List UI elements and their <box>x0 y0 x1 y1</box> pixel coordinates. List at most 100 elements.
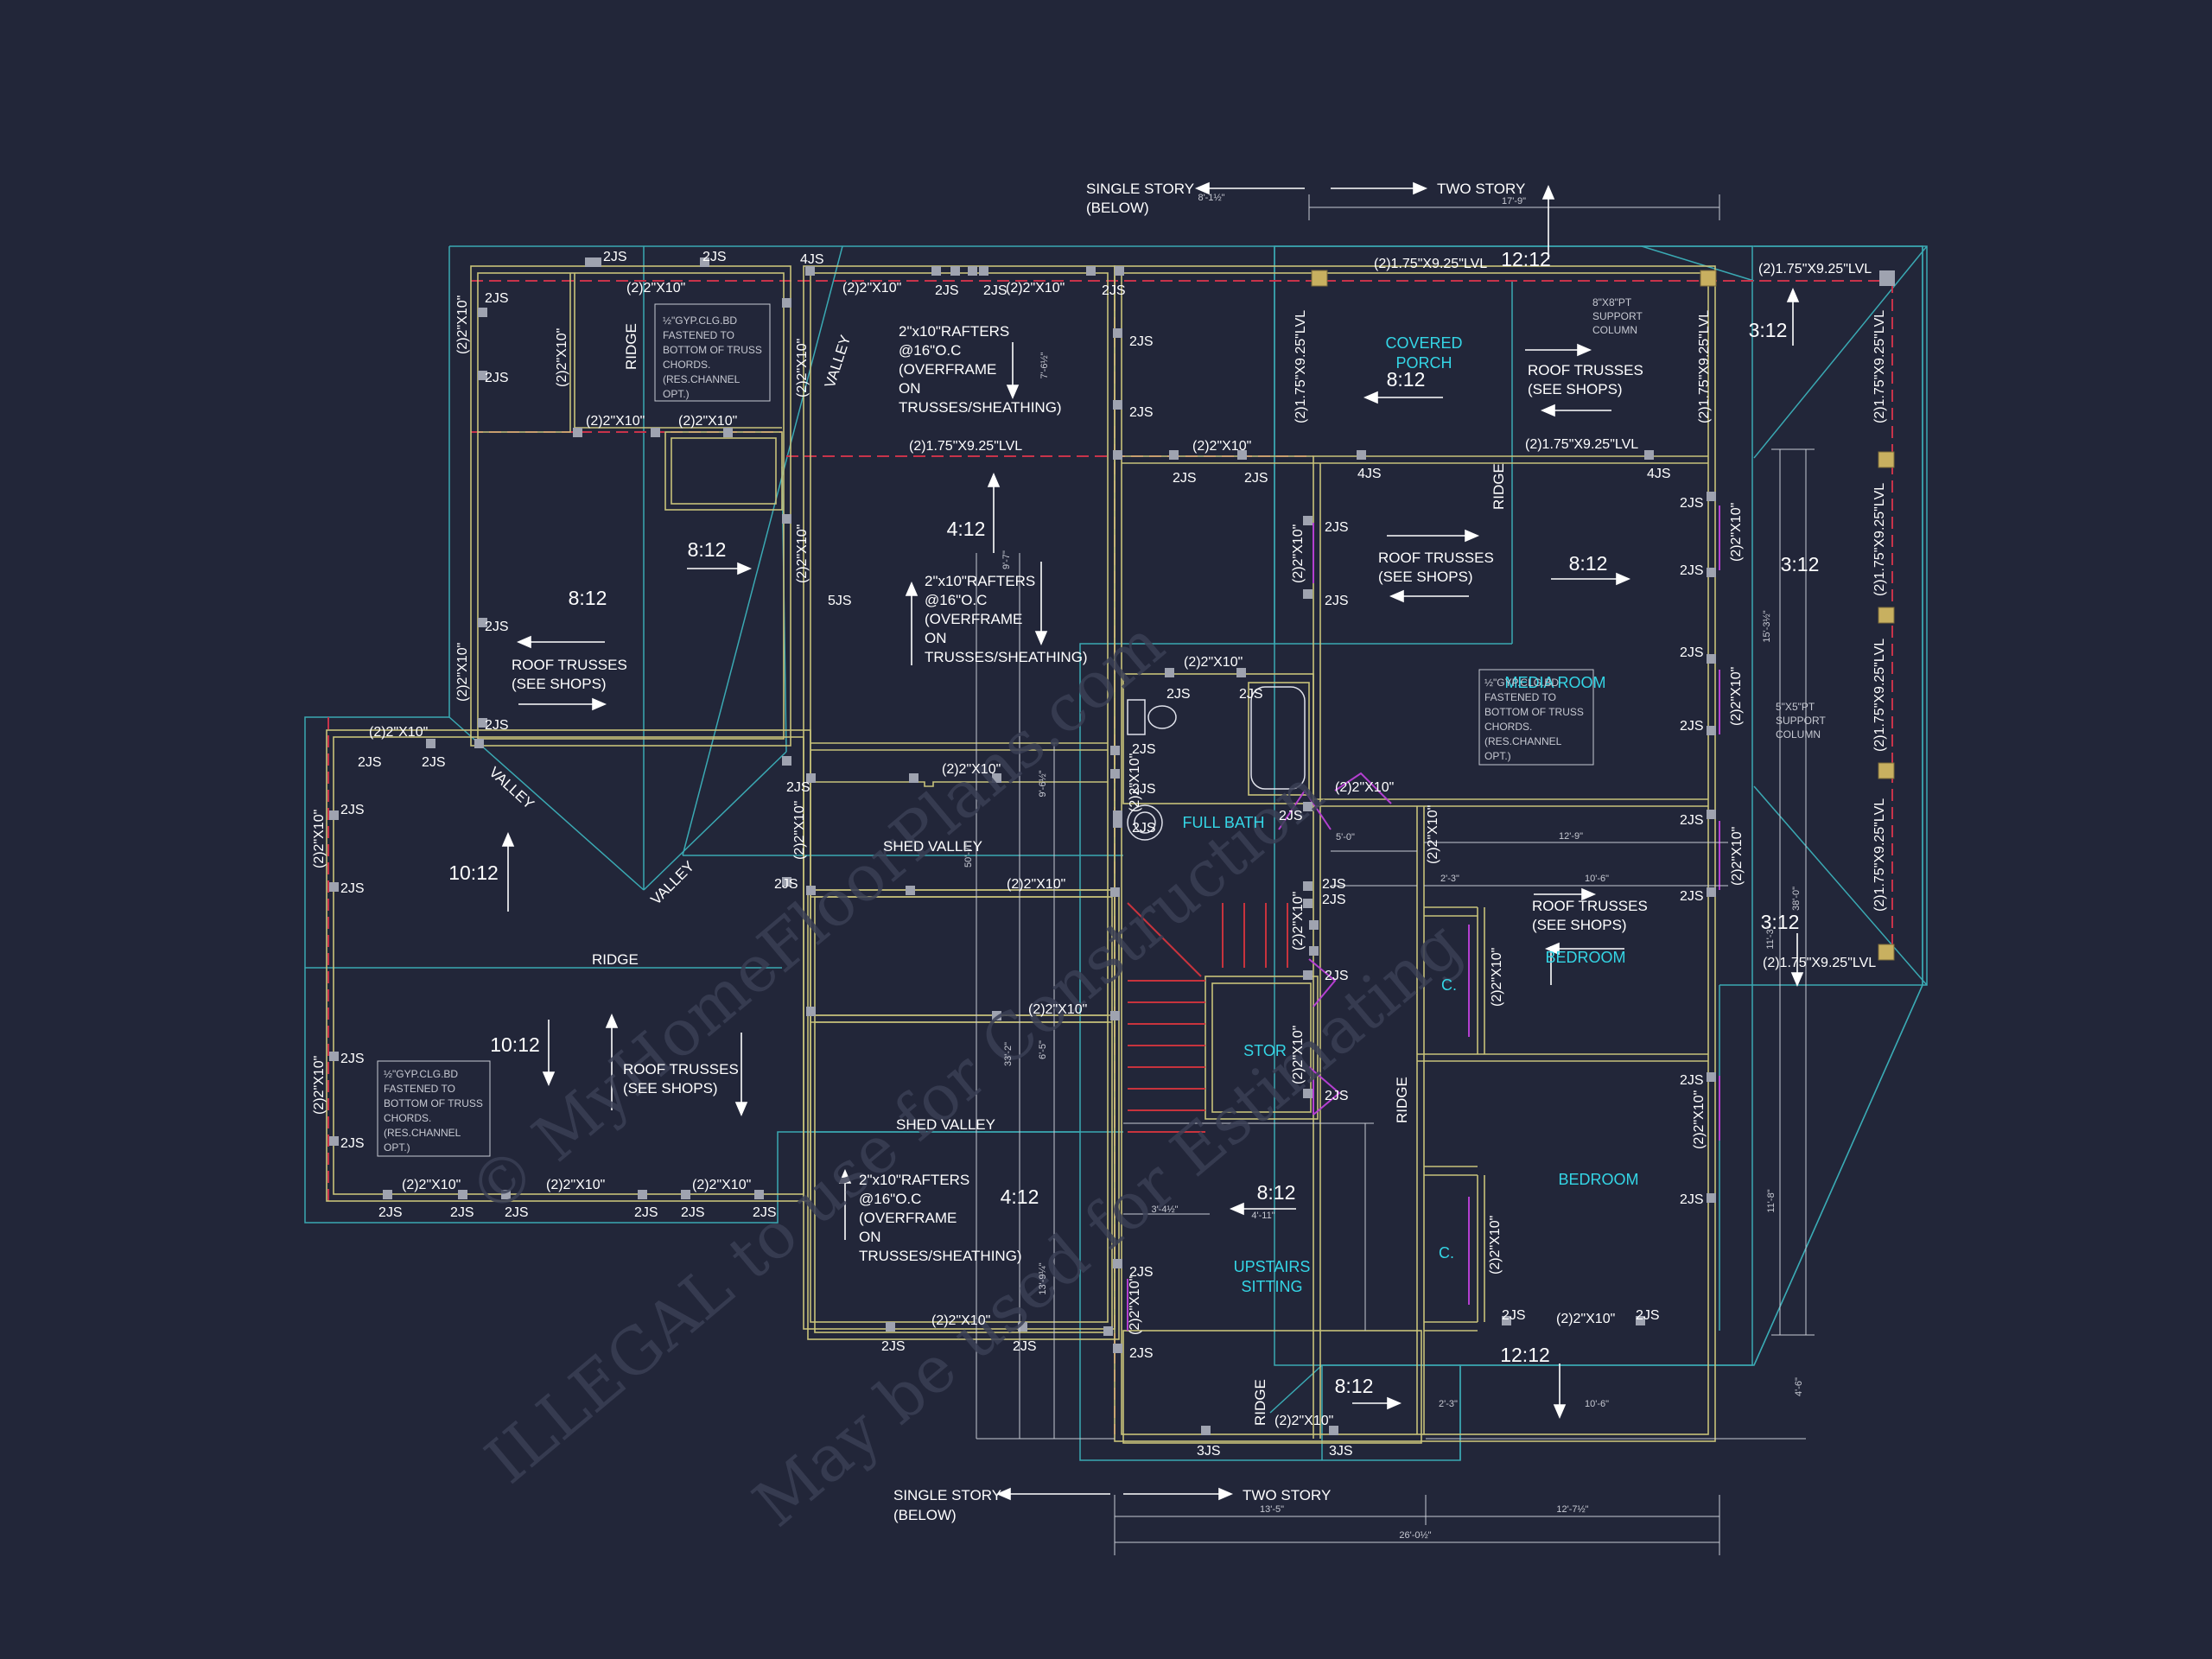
column-note-right-3: COLUMN <box>1776 728 1821 741</box>
header-2x10-label: (2)2"X10" <box>1028 1002 1087 1017</box>
joist-hanger-marker <box>700 257 709 267</box>
gyp-note-media-2: FASTENED TO <box>1484 691 1556 703</box>
see-shops-note-lower: (SEE SHOPS) <box>623 1080 718 1096</box>
joist-support-label: 2JS <box>1325 1089 1349 1103</box>
joist-hanger-marker <box>992 1011 1001 1020</box>
header-2x10-label: (2)2"X10" <box>792 801 807 860</box>
joist-hanger-marker <box>1707 810 1716 819</box>
gyp-note-media-6: OPT.) <box>1484 750 1511 762</box>
joist-support-label: 2JS <box>1502 1308 1526 1323</box>
small-notes: ½"GYP.CLG.BD FASTENED TO BOTTOM OF TRUSS… <box>384 296 1826 1154</box>
dim-2-3-bottom: 2'-3" <box>1439 1399 1458 1409</box>
joist-hanger-marker <box>478 618 487 627</box>
joist-support-label: 2JS <box>1129 334 1154 349</box>
ridge-bottom: RIDGE <box>1252 1379 1268 1426</box>
walls <box>326 265 1716 1444</box>
joist-support-label: 2JS <box>340 881 365 896</box>
gyp-note-left: ½"GYP.CLG.BD <box>384 1068 458 1080</box>
rafters-note-top-4: ON <box>899 380 921 397</box>
joist-hanger-marker <box>592 257 601 267</box>
header-2x10-label: (2)2"X10" <box>1729 503 1744 562</box>
joist-hanger-marker <box>1303 1089 1313 1098</box>
header-2x10-label: (2)2"X10" <box>455 643 470 702</box>
covered-porch-label: COVERED <box>1385 334 1462 352</box>
ridge-top-left: RIDGE <box>623 323 639 370</box>
bedroom-lower-label: BEDROOM <box>1558 1171 1638 1188</box>
note-boxes <box>377 303 1594 1157</box>
header-2x10-label: (2)2"X10" <box>1729 667 1744 726</box>
dim-8-1: 8'-1½" <box>1198 193 1224 203</box>
dim-10-6: 10'-6" <box>1585 874 1609 884</box>
header-2x10-label: (2)2"X10" <box>455 296 470 354</box>
header-2x10-label: (2)2"X10" <box>1692 1090 1707 1149</box>
lvl-vert-porch: (2)1.75"X9.25"LVL <box>1294 310 1308 423</box>
joist-support-label: 2JS <box>1680 889 1704 904</box>
joist-support-label: 2JS <box>681 1205 705 1220</box>
joist-support-label: 2JS <box>935 283 959 298</box>
dim-13-5: 13'-5" <box>1260 1504 1284 1515</box>
header-2x10-label: (2)2"X10" <box>842 281 901 296</box>
joist-support-label: 4JS <box>1647 467 1671 481</box>
dim-7-6: 7'-6½" <box>1039 352 1050 378</box>
see-shops-note-bedroom: (SEE SHOPS) <box>1532 917 1627 933</box>
pitch-4-12-bottom: 4:12 <box>1001 1185 1039 1208</box>
rafters-note-top-3: (OVERFRAME <box>899 361 996 378</box>
dim-26-0: 26'-0½" <box>1399 1530 1431 1541</box>
header-2x10-label: (2)2"X10" <box>1488 1216 1503 1274</box>
header-2x10-label: (2)2"X10" <box>1291 1026 1306 1084</box>
roof-trusses-note-lower: ROOF TRUSSES <box>623 1061 739 1077</box>
joist-support-label: 2JS <box>1239 687 1263 702</box>
joist-hanger-marker <box>1018 1322 1027 1332</box>
joist-support-label: 2JS <box>774 877 798 892</box>
lvl-vert-right-a: (2)1.75"X9.25"LVL <box>1697 310 1712 423</box>
header-2x10-label: (2)2"X10" <box>1128 1276 1142 1335</box>
dim-2-3: 2'-3" <box>1440 874 1459 884</box>
header-2x10-label: (2)2"X10" <box>1274 1414 1333 1428</box>
dim-50-7: 50'-7" <box>963 843 974 868</box>
top-below: (BELOW) <box>1086 200 1149 216</box>
pitch-10-12-lower: 10:12 <box>490 1033 540 1056</box>
pitch-3-12-c: 3:12 <box>1761 911 1800 933</box>
see-shops-note-left: (SEE SHOPS) <box>512 676 607 692</box>
joist-hanger-marker <box>1707 887 1716 897</box>
rafters-note-bottom-2: @16"O.C <box>859 1191 921 1207</box>
bedroom-upper-label: BEDROOM <box>1545 949 1625 966</box>
ridge-lower: RIDGE <box>1394 1077 1410 1123</box>
roof-trusses-note-porch: ROOF TRUSSES <box>1528 362 1643 378</box>
top-single-story: SINGLE STORY <box>1086 181 1194 197</box>
pitch-8-12-left: 8:12 <box>569 587 607 609</box>
joist-support-label: 2JS <box>340 1052 365 1066</box>
joist-hanger-marker <box>1309 920 1319 930</box>
joist-hanger-marker <box>1236 668 1246 677</box>
dim-4-11: 4'-11" <box>1251 1211 1274 1221</box>
joist-support-label: 2JS <box>702 250 727 264</box>
joist-support-label: 2JS <box>485 620 509 634</box>
header-2x10-label: (2)2"X10" <box>1192 439 1251 454</box>
joist-support-label: 2JS <box>786 780 810 795</box>
joist-hanger-marker <box>992 773 1001 783</box>
doors <box>1127 505 1720 1331</box>
rafters-note-top: 2"x10"RAFTERS <box>899 323 1009 340</box>
lvl-top: (2)1.75"X9.25"LVL <box>1374 257 1487 271</box>
full-bath-label: FULL BATH <box>1182 814 1264 831</box>
joist-support-label: 2JS <box>983 283 1007 298</box>
see-shops-note-center: (SEE SHOPS) <box>1378 569 1473 585</box>
header-2x10-label: (2)2"X10" <box>1291 892 1306 950</box>
roof-trusses-note-left: ROOF TRUSSES <box>512 657 627 673</box>
joist-hanger-marker <box>1169 450 1179 460</box>
joist-hanger-marker <box>909 773 918 783</box>
pitch-8-12-upper-left: 8:12 <box>688 538 727 561</box>
rafters-note-mid: 2"x10"RAFTERS <box>925 573 1035 589</box>
joist-hanger-marker <box>478 371 487 380</box>
shed-valley-lower: SHED VALLEY <box>896 1116 995 1133</box>
header-2x10-label: (2)2"X10" <box>1006 281 1065 296</box>
joist-support-label: 2JS <box>1244 471 1268 486</box>
pitch-8-12-porch: 8:12 <box>1387 368 1426 391</box>
joist-support-label: 2JS <box>1132 821 1156 836</box>
joist-support-label: 2JS <box>1166 687 1191 702</box>
joist-hanger-marker <box>1086 266 1096 276</box>
roof-outlines <box>304 245 1928 1461</box>
pitch-12-12-top: 12:12 <box>1501 248 1551 270</box>
pitch-8-12-sitting: 8:12 <box>1257 1181 1296 1204</box>
joist-support-label: 2JS <box>340 1136 365 1151</box>
